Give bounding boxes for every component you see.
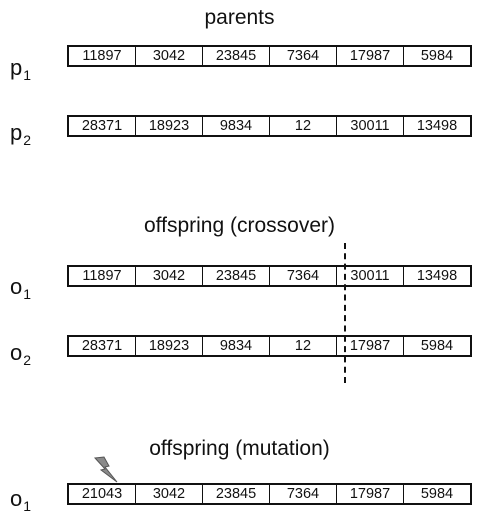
gene-cell: 17987 (336, 47, 403, 65)
gene-cell: 3042 (135, 485, 202, 503)
gene-cell: 11897 (82, 48, 122, 64)
gene-cell: 11897 (82, 268, 122, 284)
gene-cell: 30011 (336, 117, 403, 135)
gene-cell: 3042 (135, 267, 202, 285)
o2-crossover-label: o2 (10, 340, 32, 369)
gene-cell: 28371 (81, 118, 123, 134)
gene-cell: 23845 (202, 47, 269, 65)
crossover-point-line (344, 243, 346, 383)
mutated-gene-cell: 21043 (81, 486, 123, 502)
lightning-bolt-icon (93, 456, 118, 483)
gene-cell: 7364 (269, 267, 336, 285)
gene-cell: 3042 (135, 47, 202, 65)
gene-cell: 17987 (336, 485, 403, 503)
p2-label: p2 (10, 120, 32, 149)
gene-cell: 7364 (269, 485, 336, 503)
chromosome-o1-crossover: 11897 3042 23845 7364 30011 13498 (67, 265, 472, 287)
gene-cell: 7364 (269, 47, 336, 65)
o1-crossover-label: o1 (10, 274, 32, 303)
gene-cell: 5984 (403, 485, 470, 503)
chromosome-p2: 28371 18923 9834 12 30011 13498 (67, 115, 472, 137)
gene-cell: 18923 (135, 337, 202, 355)
chromosome-o1-mutation: 21043 3042 23845 7364 17987 5984 (67, 483, 472, 505)
gene-cell: 9834 (202, 337, 269, 355)
mutation-title: offspring (mutation) (149, 437, 330, 460)
gene-cell: 18923 (135, 117, 202, 135)
gene-cell: 30011 (336, 267, 403, 285)
gene-cell: 12 (269, 337, 336, 355)
gene-cell: 5984 (403, 47, 470, 65)
parents-title: parents (204, 6, 275, 29)
gene-cell: 17987 (336, 337, 403, 355)
crossover-title: offspring (crossover) (143, 214, 335, 237)
o1-mutation-label: o1 (10, 486, 32, 515)
gene-cell: 9834 (202, 117, 269, 135)
chromosome-o2-crossover: 28371 18923 9834 12 17987 5984 (67, 335, 472, 357)
gene-cell: 5984 (403, 337, 470, 355)
gene-cell: 12 (269, 117, 336, 135)
gene-cell: 13498 (403, 117, 470, 135)
chromosome-p1: 11897 3042 23845 7364 17987 5984 (67, 45, 472, 67)
gene-cell: 23845 (202, 267, 269, 285)
gene-cell: 23845 (202, 485, 269, 503)
p1-label: p1 (10, 55, 32, 84)
gene-cell: 13498 (403, 267, 470, 285)
gene-cell: 28371 (81, 338, 123, 354)
